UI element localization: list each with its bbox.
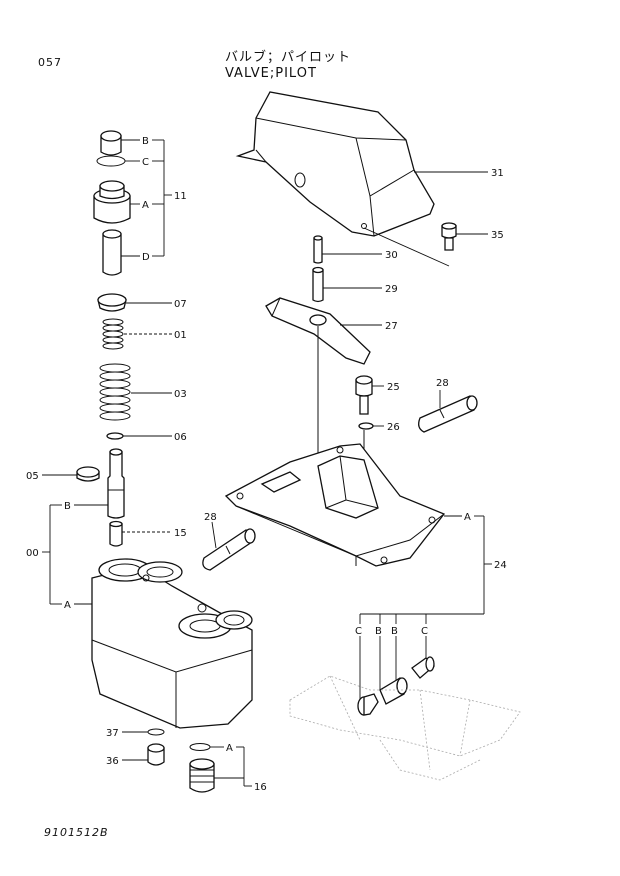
spool-00-part: [107, 448, 125, 519]
bolt-25-part: [355, 375, 373, 415]
callout-c-top: C: [142, 157, 149, 168]
o-ring-16a-part: [189, 743, 211, 751]
plug-16-part: [189, 758, 215, 793]
spring-01-part: [102, 318, 124, 350]
callout-b-top: B: [142, 136, 149, 147]
callout-01: 01: [174, 330, 187, 341]
callout-24: 24: [494, 560, 507, 571]
title-japanese: バルブ；パイロット: [225, 50, 352, 65]
pin-28-left-part: [202, 528, 256, 571]
spring-03-part: [99, 363, 131, 421]
callout-sub-b2: B: [391, 626, 398, 637]
callout-a-bottom: A: [226, 743, 233, 754]
callout-a-right: A: [464, 512, 471, 523]
callout-28-right: 28: [436, 378, 449, 389]
title-english: VALVE;PILOT: [225, 66, 317, 81]
callout-35: 35: [491, 230, 504, 241]
callout-d-top: D: [142, 252, 150, 263]
leader-24-group: [359, 515, 492, 700]
callout-sub-b1: B: [375, 626, 382, 637]
leader-16-group: [210, 746, 252, 787]
callout-sub-c1: C: [355, 626, 362, 637]
callout-16: 16: [254, 782, 267, 793]
pin-15-part: [109, 520, 123, 547]
rod-30-part: [313, 235, 323, 264]
plate-24-part: [224, 443, 446, 567]
page-number: 057: [38, 56, 62, 69]
bolt-35-part: [441, 222, 457, 251]
callout-36: 36: [106, 756, 119, 767]
callout-31: 31: [491, 168, 504, 179]
callout-a-top: A: [142, 200, 149, 211]
casing-body-part: [91, 558, 253, 729]
washer-26-part: [358, 422, 374, 430]
callout-25: 25: [387, 382, 400, 393]
o-ring-c-part: [96, 155, 126, 167]
washer-06-part: [106, 432, 124, 440]
spring-seat-07-part: [97, 293, 127, 312]
callout-28-left: 28: [204, 512, 217, 523]
callout-06: 06: [174, 432, 187, 443]
callout-03: 03: [174, 389, 187, 400]
leader-11-group: [121, 139, 172, 257]
callout-05: 05: [26, 471, 39, 482]
callout-sub-c2: C: [421, 626, 428, 637]
callout-37: 37: [106, 728, 119, 739]
shim-05-part: [76, 466, 100, 482]
o-ring-37-part: [147, 728, 165, 736]
callout-27: 27: [385, 321, 398, 332]
callout-11: 11: [174, 191, 187, 202]
callout-15: 15: [174, 528, 187, 539]
cap-b-part: [100, 130, 122, 156]
faint-ghost-assembly: [289, 675, 521, 781]
callout-26: 26: [387, 422, 400, 433]
callout-29: 29: [385, 284, 398, 295]
callout-b-left: B: [64, 501, 71, 512]
boot-31-part: [235, 91, 435, 237]
callout-00: 00: [26, 548, 39, 559]
drawing-code: 9101512B: [44, 826, 109, 839]
leader-00-group: [42, 504, 108, 605]
pin-28-right-part: [418, 395, 478, 433]
callout-07: 07: [174, 299, 187, 310]
pin-29-part: [312, 266, 324, 303]
callout-a-left: A: [64, 600, 71, 611]
sub-parts-24: [357, 656, 435, 716]
plunger-d-part: [102, 229, 122, 276]
seal-a-part: [93, 180, 131, 224]
plug-36-part: [147, 743, 165, 766]
callout-30: 30: [385, 250, 398, 261]
